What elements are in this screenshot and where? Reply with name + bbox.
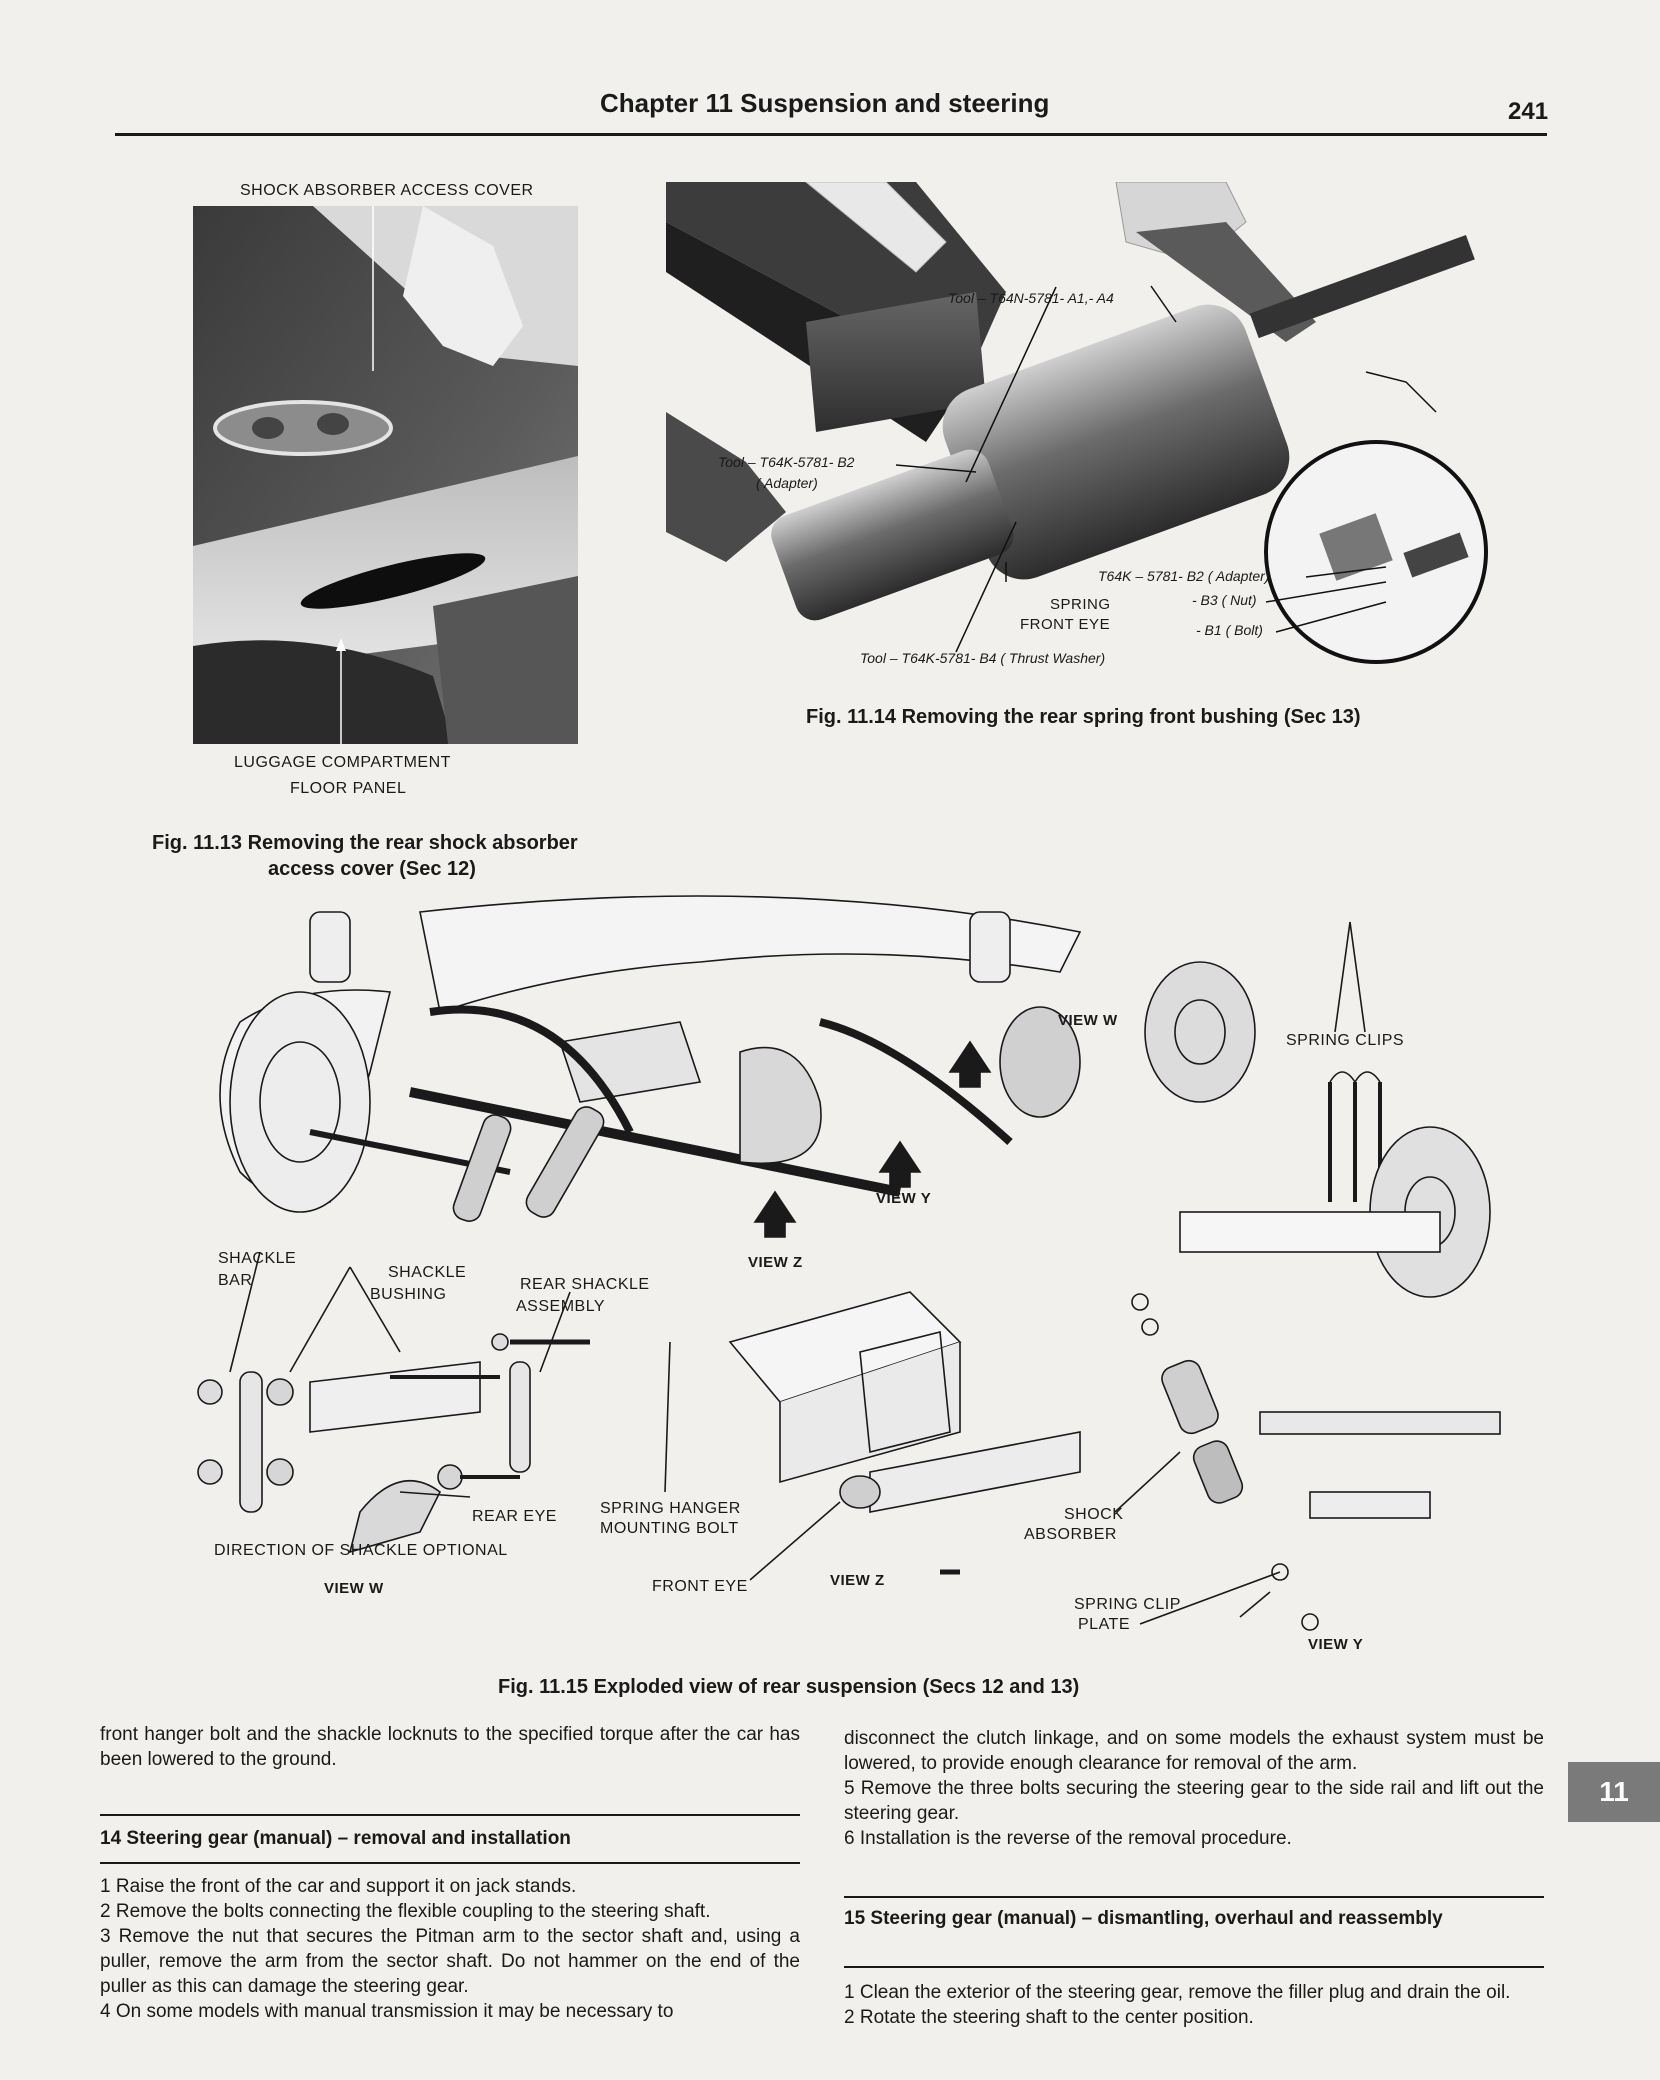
- sec14-step-6: 6 Installation is the reverse of the rem…: [844, 1828, 1292, 1849]
- sec14-body: 1 Raise the front of the car and support…: [100, 1874, 800, 2024]
- sec15-title: 15 Steering gear (manual) – dismantling,…: [844, 1908, 1443, 1929]
- sec14-rule-top: [100, 1814, 800, 1816]
- fig13-label-luggage: LUGGAGE COMPARTMENT: [234, 754, 451, 771]
- fig14-label-b3-nut: - B3 ( Nut): [1192, 592, 1257, 608]
- fig15-label-view-z: VIEW Z: [748, 1254, 803, 1271]
- fig15-label-shackle-bushing-1: SHACKLE: [388, 1264, 467, 1281]
- fig14-label-front-eye: FRONT EYE: [1020, 616, 1111, 633]
- fig14-label-b2-adapter: T64K – 5781- B2 ( Adapter): [1098, 568, 1270, 584]
- fig15-label-clip-plate-2: PLATE: [1078, 1616, 1130, 1633]
- sec14-step-5: 5 Remove the three bolts securing the st…: [844, 1778, 1544, 1824]
- fig15-label-spring-hanger-1: SPRING HANGER: [600, 1500, 741, 1517]
- fig15-label-view-y-bottom: VIEW Y: [1308, 1636, 1364, 1653]
- sec14-step-3: 3 Remove the nut that secures the Pitman…: [100, 1926, 800, 1997]
- chapter-tab: 11: [1568, 1762, 1660, 1822]
- sec14-step-1: 1 Raise the front of the car and support…: [100, 1876, 577, 1897]
- fig14-label-tool-b2: Tool – T64K-5781- B2: [718, 454, 855, 470]
- fig15-label-rear-shackle-2: ASSEMBLY: [516, 1298, 606, 1315]
- fig14-label-tool-b2-adapter: ( Adapter): [756, 475, 818, 491]
- fig15-label-view-w-bottom: VIEW W: [324, 1580, 384, 1597]
- fig15-label-shackle-bar-2: BAR: [218, 1272, 253, 1289]
- sec15-step-1: 1 Clean the exterior of the steering gea…: [844, 1982, 1511, 2003]
- fig15-label-view-y: VIEW Y: [876, 1190, 932, 1207]
- fig14-caption: Fig. 11.14 Removing the rear spring fron…: [806, 706, 1361, 728]
- fig15-label-shackle-bushing-2: BUSHING: [370, 1286, 447, 1303]
- left-intro: front hanger bolt and the shackle locknu…: [100, 1724, 800, 1770]
- right-column: disconnect the clutch linkage, and on so…: [844, 1726, 1544, 1851]
- fig14-label-spring: SPRING: [1050, 596, 1111, 613]
- right-intro: disconnect the clutch linkage, and on so…: [844, 1728, 1544, 1774]
- header-rule: [115, 133, 1547, 136]
- page-number: 241: [1508, 98, 1549, 125]
- fig13-label-access-cover: SHOCK ABSORBER ACCESS COVER: [240, 182, 534, 199]
- fig13-caption-line1: Fig. 11.13 Removing the rear shock absor…: [152, 832, 578, 854]
- left-column: front hanger bolt and the shackle locknu…: [100, 1722, 800, 1772]
- sec15-rule-bottom: [844, 1966, 1544, 1968]
- fig14-label-b1-bolt: - B1 ( Bolt): [1196, 622, 1263, 638]
- fig15-label-rear-shackle-1: REAR SHACKLE: [520, 1276, 650, 1293]
- fig15-label-shock-1: SHOCK: [1064, 1506, 1124, 1523]
- fig15-label-clip-plate-1: SPRING CLIP: [1074, 1596, 1181, 1613]
- sec14-step-2: 2 Remove the bolts connecting the flexib…: [100, 1901, 711, 1922]
- fig15-drawing: [180, 872, 1580, 1672]
- fig14-label-tool-a1-a4: Tool – T64N-5781- A1,- A4: [948, 290, 1114, 306]
- sec14-title: 14 Steering gear (manual) – removal and …: [100, 1828, 571, 1849]
- fig13-caption-line2: access cover (Sec 12): [268, 858, 476, 880]
- fig15-label-front-eye: FRONT EYE: [652, 1578, 748, 1595]
- fig13-photo-art: [193, 206, 578, 744]
- fig14-photo-art: [666, 182, 1536, 682]
- fig15-label-spring-hanger-2: MOUNTING BOLT: [600, 1520, 739, 1537]
- fig15-label-spring-clips: SPRING CLIPS: [1286, 1032, 1405, 1049]
- fig15-label-view-z-bottom: VIEW Z: [830, 1572, 885, 1589]
- sec15-step-2: 2 Rotate the steering shaft to the cente…: [844, 2007, 1254, 2028]
- sec15-body: 1 Clean the exterior of the steering gea…: [844, 1980, 1544, 2030]
- sec15-rule-top: [844, 1896, 1544, 1898]
- fig13-photo: [193, 206, 578, 744]
- fig15-label-rear-eye: REAR EYE: [472, 1508, 557, 1525]
- fig15-label-direction: DIRECTION OF SHACKLE OPTIONAL: [214, 1542, 508, 1559]
- fig15-drawing-art: [197, 895, 1501, 1631]
- fig15-label-shackle-bar-1: SHACKLE: [218, 1250, 297, 1267]
- sec14-rule-bottom: [100, 1862, 800, 1864]
- fig14-photo: [666, 182, 1536, 682]
- fig15-caption: Fig. 11.15 Exploded view of rear suspens…: [498, 1676, 1080, 1698]
- fig15-label-view-w: VIEW W: [1058, 1012, 1118, 1029]
- fig15-label-shock-2: ABSORBER: [1024, 1526, 1117, 1543]
- fig14-label-tool-b4: Tool – T64K-5781- B4 ( Thrust Washer): [860, 650, 1106, 666]
- chapter-title: Chapter 11 Suspension and steering: [600, 88, 1050, 118]
- fig13-label-floor-panel: FLOOR PANEL: [290, 780, 407, 797]
- sec14-step-4: 4 On some models with manual transmissio…: [100, 2001, 674, 2022]
